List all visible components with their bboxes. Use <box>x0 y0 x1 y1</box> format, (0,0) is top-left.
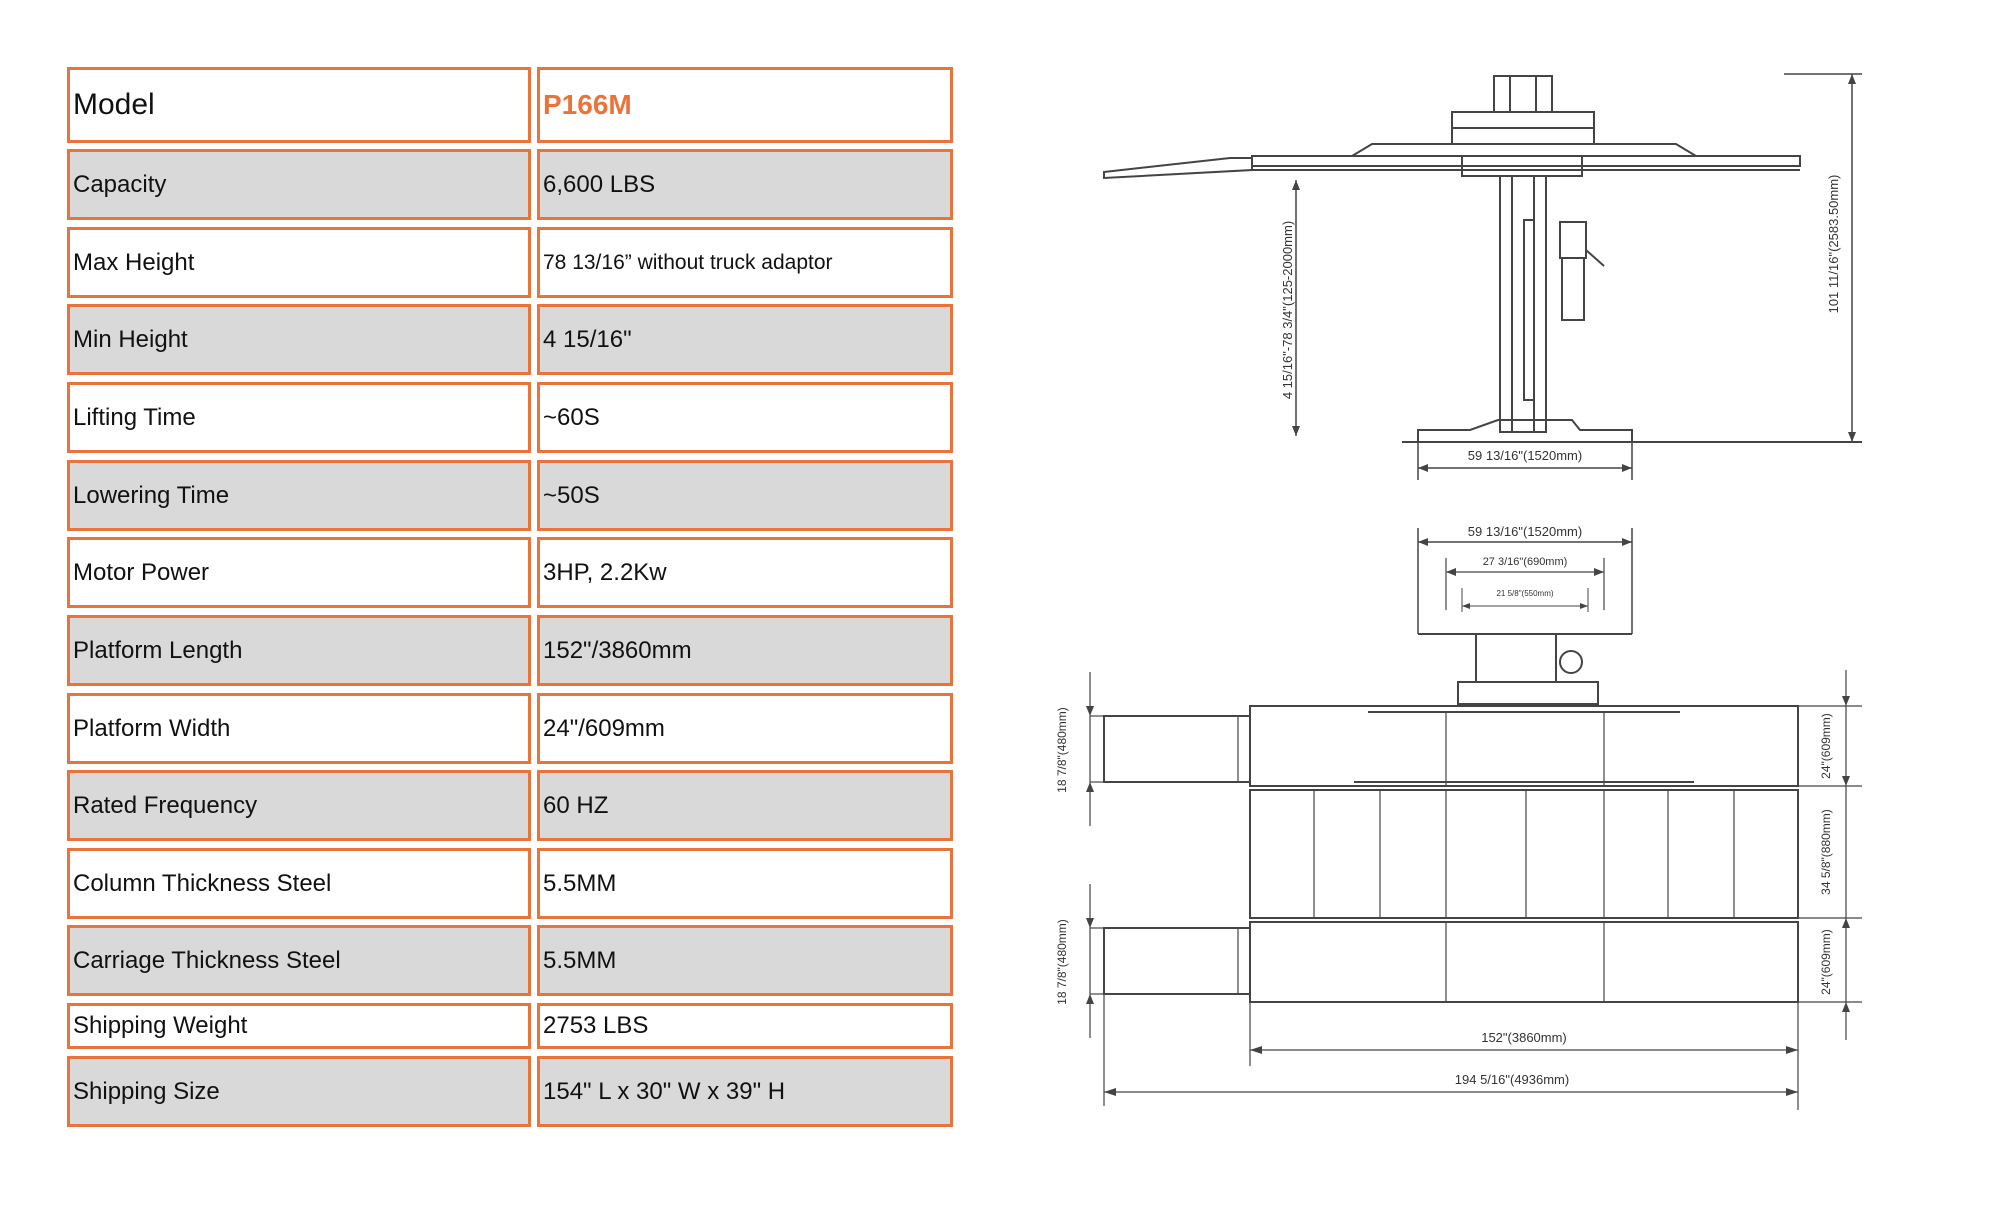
shipping-size-value: 154" L x 30" W x 39" H <box>537 1056 953 1127</box>
lifting-time-value: ~60S <box>537 382 953 453</box>
dim-inner-width: 27 3/16"(690mm) <box>1483 556 1568 568</box>
shipping-weight-value: 2753 LBS <box>537 1003 953 1049</box>
dim-overall-height: 101 11/16"(2583.50mm) <box>1826 175 1841 314</box>
dim-gap-width: 34 5/8"(880mm) <box>1819 809 1833 895</box>
motor-power-label: Motor Power <box>67 537 531 608</box>
deck-top <box>1348 143 1700 157</box>
max-height-value: 78 13/16” without truck adaptor <box>537 227 953 298</box>
dim-height-range: 4 15/16"-78 3/4"(125-2000mm) <box>1280 221 1295 399</box>
lowering-time-label: Lowering Time <box>67 460 531 531</box>
capacity-value: 6,600 LBS <box>537 149 953 220</box>
platform-width-value: 24"/609mm <box>537 693 953 764</box>
motor-circle <box>1559 650 1583 674</box>
platform-arms <box>1251 155 1801 167</box>
cylinder <box>1523 219 1535 401</box>
dim-top-base-width: 59 13/16"(1520mm) <box>1468 524 1582 539</box>
rated-frequency-label: Rated Frequency <box>67 770 531 841</box>
dim-innermost-width: 21 5/8"(550mm) <box>1496 589 1553 598</box>
min-height-value: 4 15/16" <box>537 304 953 375</box>
platform-1 <box>1249 705 1799 787</box>
lowering-time-value: ~50S <box>537 460 953 531</box>
platform-length-label: Platform Length <box>67 615 531 686</box>
carriage-thickness-label: Carriage Thickness Steel <box>67 925 531 996</box>
carriage-thickness-value: 5.5MM <box>537 925 953 996</box>
column-top <box>1493 75 1553 113</box>
platform-length-value: 152"/3860mm <box>537 615 953 686</box>
dim-platform-width-2: 24"(609mm) <box>1819 929 1833 995</box>
ramp-left <box>1103 157 1253 180</box>
rated-frequency-value: 60 HZ <box>537 770 953 841</box>
dim-overall-length: 194 5/16"(4936mm) <box>1455 1072 1569 1087</box>
lifting-time-label: Lifting Time <box>67 382 531 453</box>
max-height-label: Max Height <box>67 227 531 298</box>
dim-platform-width-1: 24"(609mm) <box>1819 713 1833 779</box>
gap-area <box>1249 789 1799 919</box>
motor-box <box>1475 633 1557 683</box>
dim-ramp-width-2: 18 7/8"(480mm) <box>1055 919 1069 1005</box>
dim-platform-length: 152"(3860mm) <box>1481 1030 1567 1045</box>
capacity-label: Capacity <box>67 149 531 220</box>
model-value: P166M <box>537 67 953 143</box>
model-label: Model <box>67 67 531 143</box>
shipping-size-label: Shipping Size <box>67 1056 531 1127</box>
column-thickness-label: Column Thickness Steel <box>67 848 531 919</box>
ramp-1 <box>1103 715 1251 783</box>
front-view: 4 15/16"-78 3/4"(125-2000mm) 101 11/16"(… <box>1103 73 1862 480</box>
min-height-label: Min Height <box>67 304 531 375</box>
motor-power-value: 3HP, 2.2Kw <box>537 537 953 608</box>
pump-tank <box>1561 257 1585 321</box>
platform-2 <box>1249 921 1799 1003</box>
dim-ramp-width-1: 18 7/8"(480mm) <box>1055 707 1069 793</box>
column <box>1499 175 1547 433</box>
shipping-weight-label: Shipping Weight <box>67 1003 531 1049</box>
column-thickness-value: 5.5MM <box>537 848 953 919</box>
technical-drawing: 4 15/16"-78 3/4"(125-2000mm) 101 11/16"(… <box>1055 73 1862 1110</box>
dim-base-width: 59 13/16"(1520mm) <box>1468 448 1582 463</box>
motor <box>1559 221 1587 259</box>
spec-table: Model P166M Capacity 6,600 LBS Max Heigh… <box>0 0 980 1214</box>
top-view: 59 13/16"(1520mm) 27 3/16"(690mm) 21 5/8… <box>1055 524 1862 1110</box>
ramp-2 <box>1103 927 1251 995</box>
platform-width-label: Platform Width <box>67 693 531 764</box>
column-base <box>1457 681 1599 705</box>
